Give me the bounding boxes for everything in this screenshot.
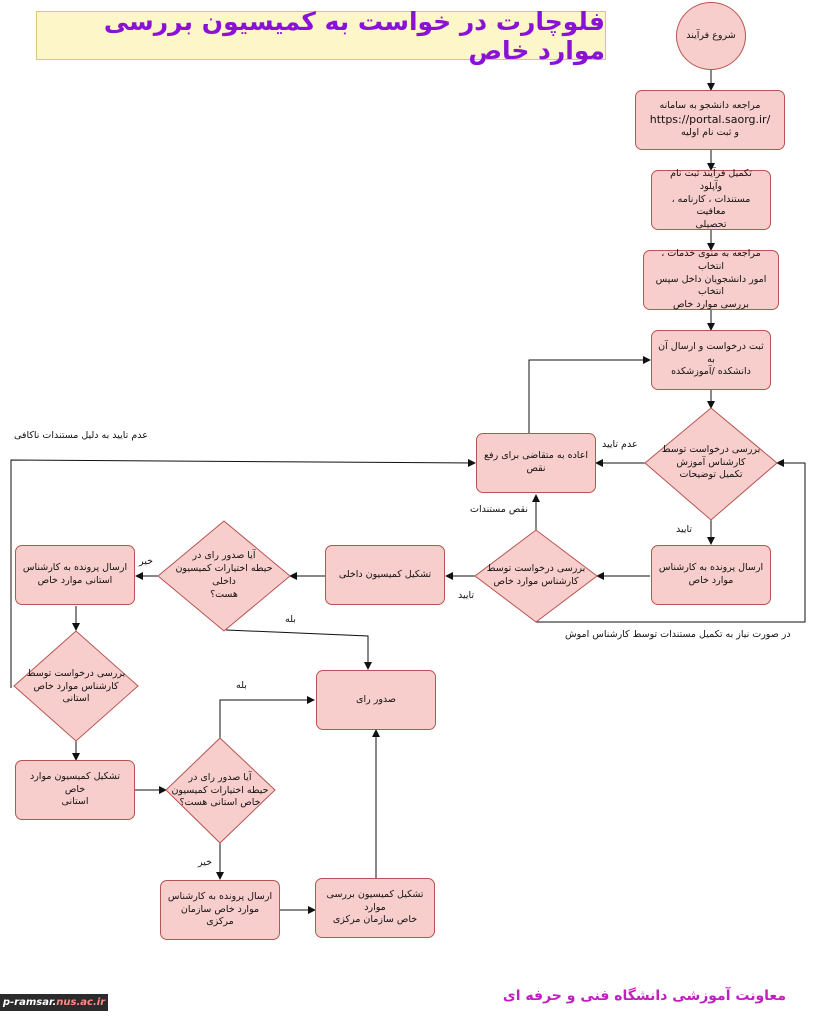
label-yes-2: بله xyxy=(236,680,247,691)
label-not-approved-docs: عدم تایید به دلیل مستندات ناکافی xyxy=(14,430,148,441)
label-approved-2: تایید xyxy=(458,590,475,601)
edge-provauth-verdict xyxy=(219,696,315,738)
footer-org-name: معاونت آموزشی دانشگاه فنی و حرفه ای xyxy=(502,988,786,1004)
node-register-url: https://portal.saorg.ir/ xyxy=(649,112,771,126)
label-not-approved: عدم تایید xyxy=(602,439,638,450)
node-edu-review: بررسی درخواست توسط کارشناس آموزش تکمیل ت… xyxy=(661,443,761,481)
title-box: فلوچارت در خواست به کمیسیون بررسی موارد … xyxy=(36,7,606,65)
node-provincial-authority: آیا صدور رای در حیطه اختیارات کمیسیون خا… xyxy=(171,771,269,809)
label-deficiency: نقص مستندات xyxy=(470,504,528,515)
node-start: شروع فرآیند xyxy=(676,2,746,70)
node-central-commission: تشکیل کمیسیون بررسی موارد خاص سازمان مرک… xyxy=(315,878,435,938)
diamond-internal-authority-shape xyxy=(157,520,291,632)
footer-site-accent: nus.ac.ir xyxy=(56,997,106,1008)
node-submit: ثبت درخواست و ارسال آن به دانشکده /آموزش… xyxy=(651,330,771,390)
edge-authority-verdict xyxy=(225,629,372,670)
node-internal-authority: آیا صدور رای در حیطه اختیارات کمیسیون دا… xyxy=(175,550,273,600)
node-verdict: صدور رای xyxy=(316,670,436,730)
node-internal-commission: تشکیل کمیسیون داخلی xyxy=(325,545,445,605)
node-send-provincial: ارسال پرونده به کارشناس استانی موارد خاص xyxy=(15,545,135,605)
node-return: اعاده به متقاضی برای رفع نقص xyxy=(476,433,596,493)
node-expert-review: بررسی درخواست توسط کارشناس موارد خاص xyxy=(486,563,586,587)
page-title: فلوچارت در خواست به کمیسیون بررسی موارد … xyxy=(103,6,605,65)
diamond-edu-review-shape xyxy=(644,407,778,521)
node-complete: تکمیل فرآیند ثبت نام وآپلود مستندات ، کا… xyxy=(651,168,771,230)
label-approved-1: تایید xyxy=(676,524,693,535)
diamond-expert-review-shape xyxy=(474,529,598,623)
node-send-expert: ارسال پرونده به کارشناس موارد خاص xyxy=(651,545,771,605)
label-if-needed: در صورت نیاز به تکمیل مستندات توسط کارشن… xyxy=(565,629,791,640)
node-register-line1: مراجعه دانشجو به سامانه xyxy=(659,99,761,111)
node-register-line3: و ثبت نام اولیه xyxy=(681,127,739,139)
diamond-provincial-review-shape xyxy=(13,630,139,742)
node-register: مراجعه دانشجو به سامانه https://portal.s… xyxy=(635,90,785,150)
node-menu: مراجعه به منوی خدمات ، انتخاب امور دانشج… xyxy=(643,248,779,310)
footer-site-badge[interactable]: p-ramsar.nus.ac.ir xyxy=(0,994,108,1011)
label-no-2: خیر xyxy=(198,857,212,868)
label-yes-1: بله xyxy=(285,614,296,625)
node-send-central: ارسال پرونده به کارشناس موارد خاص سازمان… xyxy=(160,880,280,940)
node-provincial-commission: تشکیل کمیسیون موارد خاص استانی xyxy=(15,760,135,820)
edge-provreview-return xyxy=(10,458,476,688)
edge-expert-edureview xyxy=(536,459,806,623)
label-no-1: خیر xyxy=(139,556,153,567)
footer-site-main: p-ramsar. xyxy=(2,997,57,1008)
diamond-provincial-authority-shape xyxy=(165,737,276,844)
node-provincial-review: بررسی درخواست توسط کارشناس موارد خاص است… xyxy=(26,667,126,705)
edge-return-submit xyxy=(528,356,651,433)
